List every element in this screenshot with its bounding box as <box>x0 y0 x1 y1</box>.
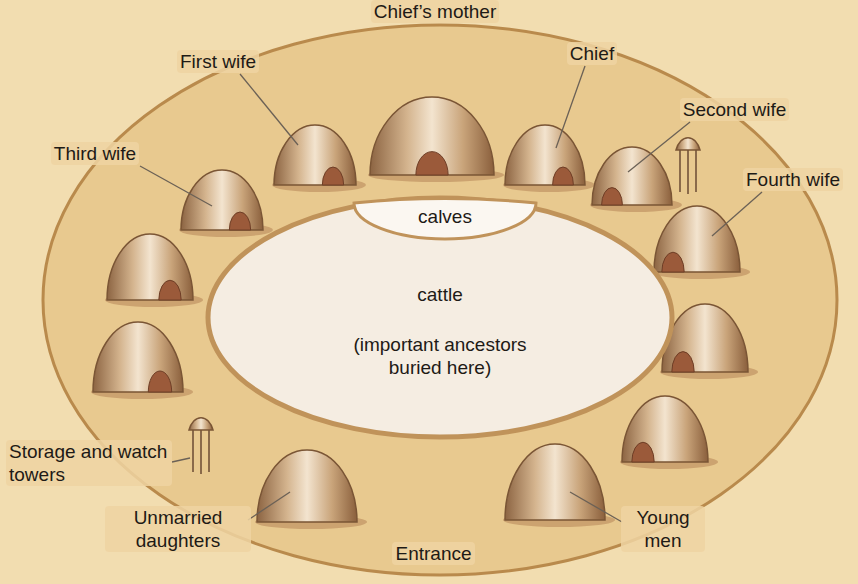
hut-label: Fourth wife <box>743 168 843 191</box>
hut <box>368 97 504 182</box>
hut <box>272 125 366 192</box>
leader-lines <box>140 66 762 522</box>
hut <box>91 322 193 399</box>
hut-label: First wife <box>177 50 259 73</box>
area-name: calves <box>360 205 530 228</box>
area-name: cattle <box>340 283 540 306</box>
hut-label: Third wife <box>51 142 139 165</box>
hut-label: Chief <box>567 42 617 65</box>
calves-pen: calves <box>350 197 540 241</box>
hut <box>590 147 682 212</box>
hut <box>620 396 718 469</box>
hut <box>503 444 615 527</box>
watch-towers <box>189 138 700 474</box>
hut <box>503 125 595 192</box>
hut-label: Second wife <box>680 98 790 121</box>
hut <box>105 234 203 307</box>
hut <box>255 450 367 529</box>
hut <box>660 304 758 379</box>
area-note: (important ancestors buried here) <box>330 333 550 379</box>
entrance-label: Entrance <box>392 542 474 565</box>
hut <box>179 170 273 237</box>
hut <box>652 206 750 279</box>
cattle-enclosure: cattle (important ancestors buried here) c… <box>205 195 675 440</box>
kraal-ring <box>43 25 837 575</box>
tower-label: Storage and watch towers <box>6 440 172 486</box>
hut-label: Unmarried daughters <box>105 506 251 552</box>
huts <box>91 97 758 529</box>
hut-label: Chief’s mother <box>371 0 500 23</box>
hut-label: Young men <box>621 506 705 552</box>
